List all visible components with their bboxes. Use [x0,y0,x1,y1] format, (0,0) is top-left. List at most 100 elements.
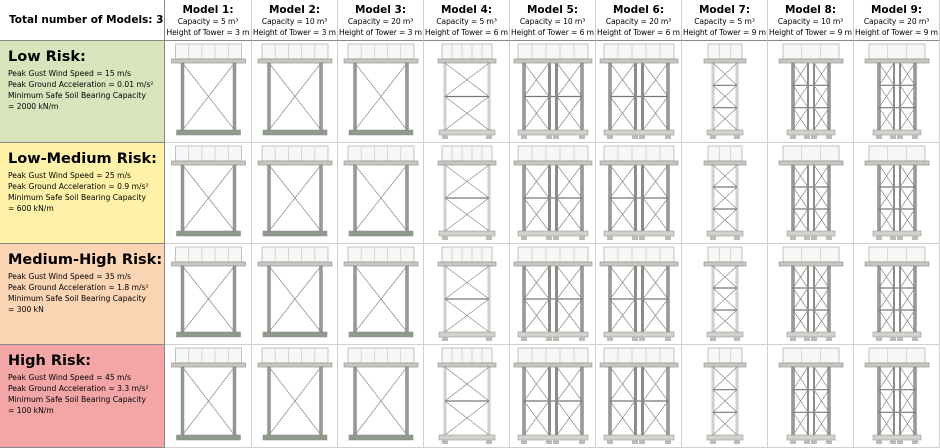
water-tower-illustration [864,246,930,341]
tower-cell [596,244,682,345]
model-tower-height: Height of Tower = 6 m [597,28,680,37]
water-tower-illustration [513,145,593,240]
water-tower-illustration [599,347,679,444]
model-capacity: Capacity = 10 m³ [261,17,328,26]
water-tower-illustration [778,43,844,139]
model-tower-height: Height of Tower = 3 m [339,28,422,37]
model-capacity: Capacity = 10 m³ [777,17,844,26]
wind-speed-text: Peak Gust Wind Speed = 15 m/s [8,69,131,78]
tower-cell [165,41,252,143]
soil-bearing-label: Minimum Safe Soil Bearing Capacity [8,91,146,100]
tower-cell [510,345,596,448]
water-tower-illustration [703,43,747,139]
model-title: Model 8: [784,4,837,16]
tower-cell [510,41,596,143]
water-tower-illustration [864,145,930,240]
water-tower-illustration [864,347,930,444]
model-capacity: Capacity = 20 m³ [347,17,414,26]
tower-cell [165,244,252,345]
tower-cell [252,143,338,244]
risk-level-3: Medium-High Risk: Peak Gust Wind Speed = … [0,244,165,345]
tower-cell [682,41,768,143]
model-capacity: Capacity = 20 m³ [863,17,930,26]
tower-cell [596,143,682,244]
model-title: Model 7: [698,4,751,16]
risk-title: Low-Medium Risk: [8,151,157,167]
water-tower-illustration [171,145,246,237]
soil-bearing-value: = 300 kN [8,305,44,314]
water-tower-illustration [257,145,333,237]
total-models-header: Total number of Models: 36 [0,0,165,41]
tower-cell [165,143,252,244]
wind-speed-text: Peak Gust Wind Speed = 45 m/s [8,373,131,382]
tower-cell [768,244,854,345]
water-tower-illustration [599,43,679,139]
model-capacity: Capacity = 5 m³ [694,17,755,26]
soil-bearing-label: Minimum Safe Soil Bearing Capacity [8,193,146,202]
risk-title: High Risk: [8,353,92,369]
risk-title: Medium-High Risk: [8,252,163,268]
water-tower-illustration [703,246,747,341]
model-header-8: Model 8:Capacity = 10 m³ Height of Tower … [768,0,854,41]
water-tower-illustration [343,347,419,441]
tower-cell [338,244,424,345]
tower-cell [424,143,510,244]
water-tower-illustration [703,145,747,240]
wind-speed-text: Peak Gust Wind Speed = 35 m/s [8,272,131,281]
model-tower-height: Height of Tower = 9 m [769,28,852,37]
model-tower-height: Height of Tower = 3 m [166,28,250,37]
tower-cell [596,41,682,143]
tower-cell [854,41,940,143]
water-tower-illustration [257,246,333,338]
water-tower-illustration [437,43,497,139]
water-tower-illustration [437,347,497,444]
tower-cell [252,41,338,143]
model-tower-height: Height of Tower = 6 m [425,28,508,37]
model-title: Model 6: [612,4,665,16]
soil-bearing-value: = 600 kN/m [8,204,54,213]
ground-acceleration-text: Peak Ground Acceleration = 0.01 m/s² [8,80,154,89]
water-tower-illustration [864,43,930,139]
water-tower-illustration [513,246,593,341]
water-tower-illustration [599,246,679,341]
tower-cell [682,244,768,345]
water-tower-illustration [257,43,333,136]
water-tower-illustration [343,246,419,338]
tower-cell [854,244,940,345]
model-tower-height: Height of Tower = 9 m [683,28,766,37]
tower-cell [338,41,424,143]
water-tower-illustration [599,145,679,240]
water-tower-illustration [171,347,246,441]
water-tower-illustration [778,246,844,341]
soil-bearing-label: Minimum Safe Soil Bearing Capacity [8,395,146,404]
ground-acceleration-text: Peak Ground Acceleration = 1.8 m/s² [8,283,149,292]
soil-bearing-label: Minimum Safe Soil Bearing Capacity [8,294,146,303]
tower-cell [768,143,854,244]
wind-speed-text: Peak Gust Wind Speed = 25 m/s [8,171,131,180]
water-tower-illustration [171,246,246,338]
tower-cell [768,41,854,143]
soil-bearing-value: = 100 kN/m [8,406,54,415]
water-tower-illustration [343,145,419,237]
water-tower-illustration [513,347,593,444]
tower-cell [424,41,510,143]
model-title: Model 1: [182,4,234,16]
model-title: Model 2: [268,4,321,16]
water-tower-illustration [343,43,419,136]
tower-cell [596,345,682,448]
risk-level-2: Low-Medium Risk: Peak Gust Wind Speed = 2… [0,143,165,244]
ground-acceleration-text: Peak Ground Acceleration = 0.9 m/s² [8,182,149,191]
water-tower-illustration [257,347,333,441]
model-capacity: Capacity = 10 m³ [519,17,586,26]
model-tower-height: Height of Tower = 6 m [511,28,594,37]
tower-cell [682,143,768,244]
model-header-1: Model 1:Capacity = 5 m³ Height of Tower =… [165,0,252,41]
model-capacity: Capacity = 5 m³ [177,17,239,26]
water-tower-illustration [171,43,246,136]
risk-title: Low Risk: [8,49,86,65]
